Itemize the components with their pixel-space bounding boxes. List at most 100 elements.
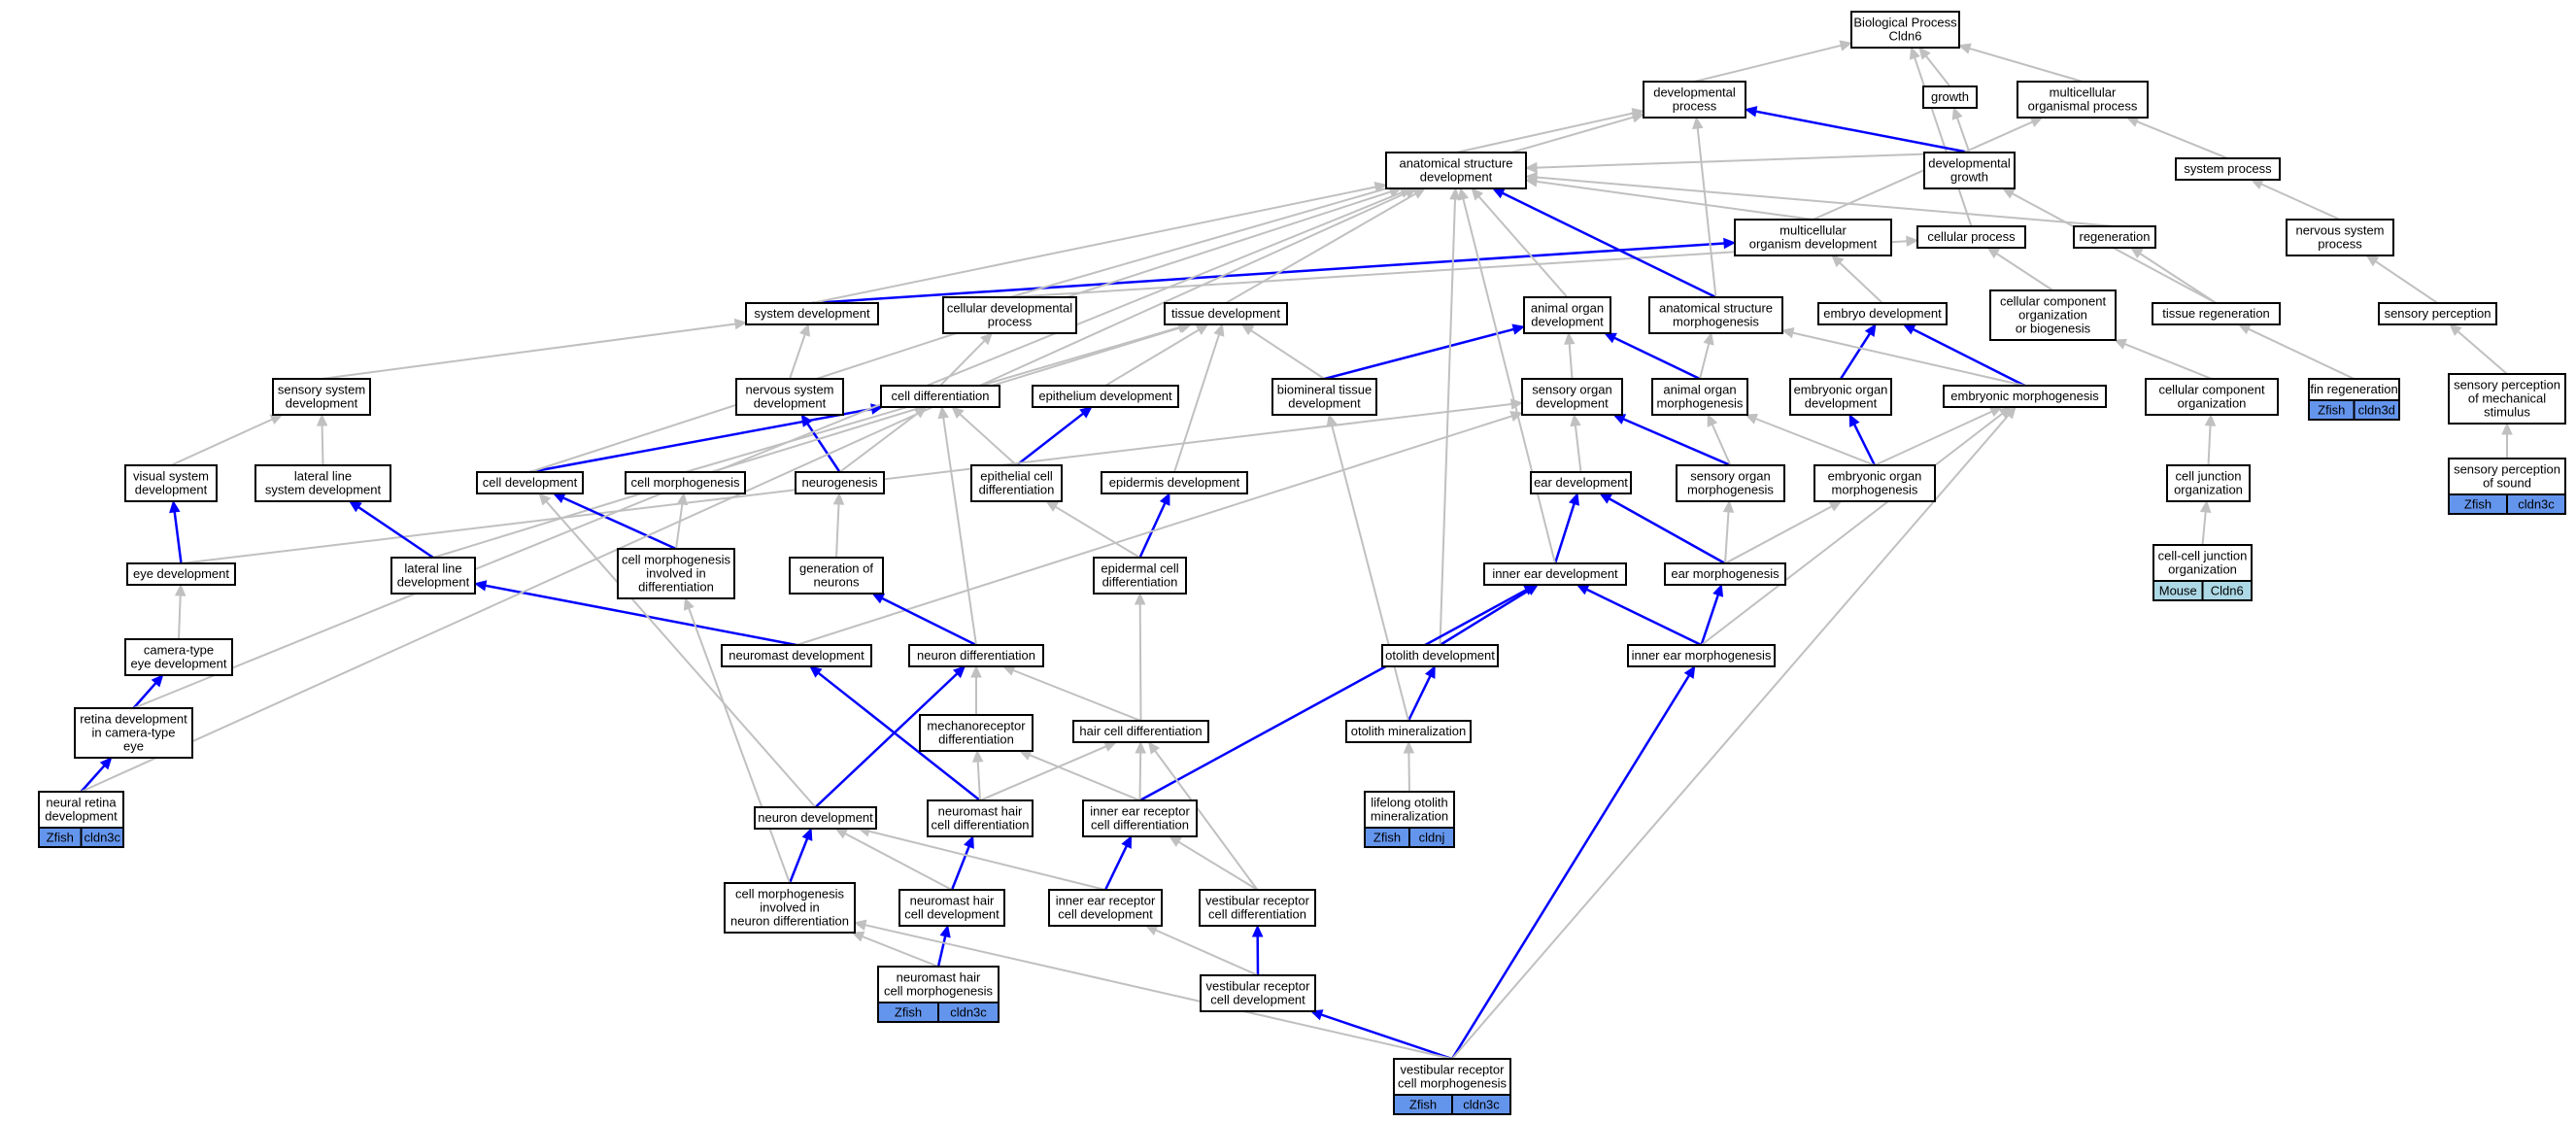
go-term-node[interactable]: neuron development [754, 806, 877, 830]
go-term-node[interactable]: ear development [1530, 471, 1632, 494]
go-term-node[interactable]: embryonic morphogenesis [1943, 385, 2107, 408]
node-label: tissue development [1171, 306, 1280, 321]
edge-line [939, 340, 986, 387]
go-term-node[interactable]: eye development [126, 562, 236, 586]
arrowhead-icon [2501, 422, 2513, 435]
edge [1986, 247, 2054, 291]
go-term-node[interactable]: inner ear morphogenesis [1627, 644, 1776, 667]
node-label: system process [2184, 161, 2272, 176]
edge [951, 406, 1018, 466]
node-box [795, 471, 885, 494]
node-box [1483, 562, 1627, 586]
species-label: Zfish [1409, 1098, 1437, 1112]
go-term-node[interactable]: fin regeneration [2308, 378, 2400, 401]
go-term-node[interactable]: cell development [476, 471, 584, 494]
go-term-node[interactable]: growth [1922, 85, 1978, 109]
go-term-node[interactable]: tissue development [1164, 302, 1288, 325]
arrowhead-icon [1079, 406, 1093, 419]
go-term-node[interactable]: hair cell differentiation [1072, 720, 1209, 743]
go-term-node[interactable]: otolith mineralization [1345, 720, 1472, 743]
go-term-node[interactable]: cell differentiation [880, 385, 1000, 408]
go-term-node[interactable]: system development [745, 302, 879, 325]
node-label: vestibular receptor [1205, 894, 1310, 908]
go-term-node[interactable]: regeneration [2073, 225, 2156, 249]
go-term-node[interactable]: sensory perception [2378, 302, 2497, 325]
go-term-node[interactable]: tissue regeneration [2152, 302, 2281, 325]
go-term-node[interactable]: epidermis development [1101, 471, 1248, 494]
arrowhead-icon [2004, 406, 2017, 420]
go-term-node[interactable]: neurogenesis [795, 471, 885, 494]
go-term-node[interactable]: cell morphogenesis [625, 471, 746, 494]
node-box [1651, 378, 1748, 416]
go-term-node[interactable]: cellular process [1916, 225, 2026, 249]
go-term-node[interactable]: neuron differentiation [908, 644, 1044, 667]
node-label: morphogenesis [1657, 396, 1744, 411]
edge-line [796, 415, 1512, 646]
node-label: involved in [760, 901, 819, 915]
go-term-node[interactable]: ear morphogenesis [1664, 562, 1786, 586]
go-term-node[interactable]: otolith development [1381, 644, 1499, 667]
node-label: inner ear receptor [1090, 804, 1190, 819]
go-term-node[interactable]: neuromast development [721, 644, 872, 667]
edge-line [1451, 414, 2010, 1060]
go-term-node[interactable]: inner ear development [1483, 562, 1627, 586]
arrowhead-icon [316, 413, 328, 426]
go-term-node[interactable]: embryo development [1817, 302, 1948, 325]
go-term-node[interactable]: system process [2175, 157, 2281, 181]
node-label: development [1531, 315, 1604, 329]
go-term-node[interactable]: epithelium development [1032, 385, 1179, 408]
